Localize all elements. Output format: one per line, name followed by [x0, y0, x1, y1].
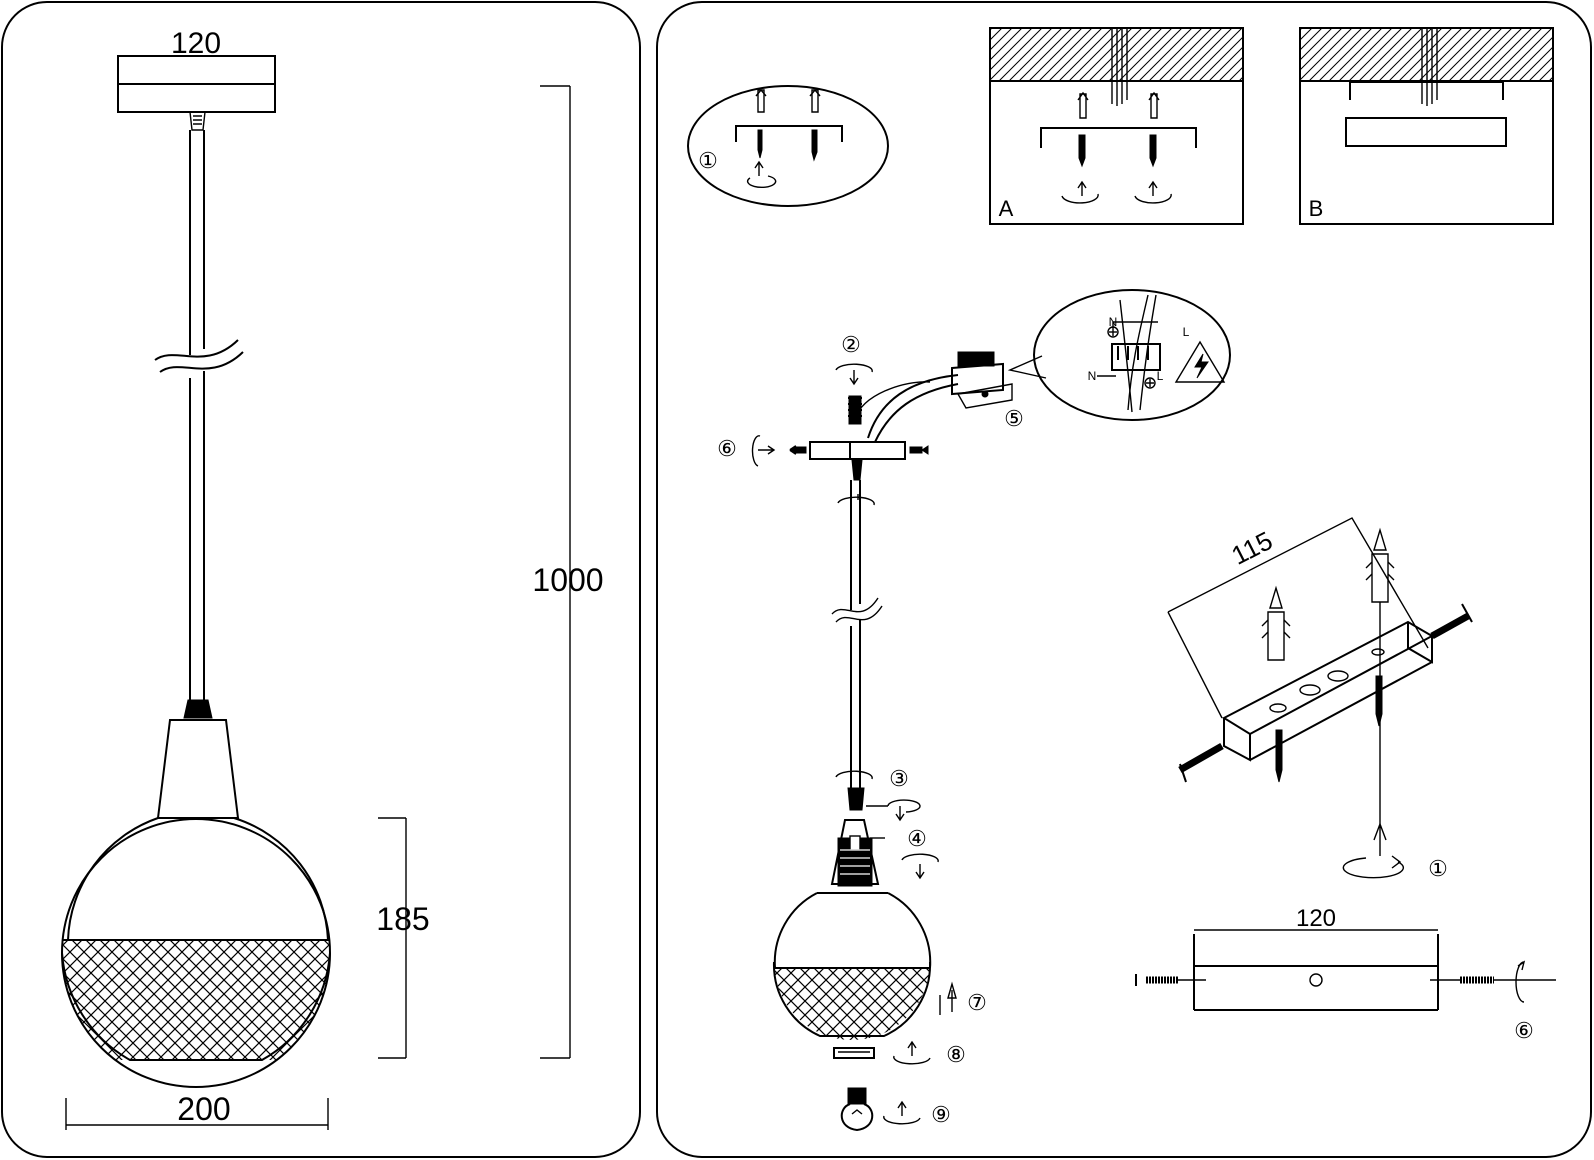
wall-plug-icon [1365, 527, 1395, 603]
step6-canopy-marker: ⑥ [1514, 1018, 1534, 1043]
step5-marker: ⑤ [1004, 406, 1024, 431]
wall-plug-icon [1261, 585, 1291, 661]
mounting-bracket [735, 125, 843, 142]
canopy-width-dimension: 120 [1296, 905, 1336, 932]
step1-marker: ① [698, 148, 718, 173]
shade-width-dimension: 200 [177, 1091, 230, 1127]
detail-a [989, 27, 1244, 225]
wiring-callout [1007, 289, 1231, 421]
step1-bracket-marker: ① [1428, 856, 1448, 881]
rotate-arrow-icon [751, 435, 776, 467]
step3-marker: ③ [889, 766, 909, 791]
wall-plug-icon [809, 88, 821, 113]
rotate-arrow-icon [746, 160, 777, 189]
step4-marker: ④ [907, 826, 927, 851]
step7-marker: ⑦ [967, 990, 987, 1015]
rotate-arrow-icon [883, 1100, 921, 1125]
wall-plug-icon [755, 88, 767, 113]
terminal-block [1111, 343, 1161, 371]
wire-l-label-top: L [1183, 325, 1190, 339]
rotate-arrow-icon [1342, 855, 1405, 879]
step6-marker: ⑥ [717, 436, 737, 461]
step8-marker: ⑧ [946, 1042, 966, 1067]
canopy [117, 55, 276, 131]
cord-grip [183, 699, 213, 719]
rotate-arrow-icon [1134, 180, 1172, 204]
rotate-arrow-icon [835, 770, 873, 780]
wall-plug-icon [1148, 91, 1160, 119]
step9-marker: ⑨ [931, 1102, 951, 1127]
total-height-dimension: 1000 [532, 562, 603, 598]
detail-b [1299, 27, 1554, 225]
screw-icon [1078, 134, 1086, 168]
rotate-arrow-icon [835, 363, 873, 386]
detail-b-label: B [1309, 196, 1324, 221]
wire-l-label-bottom: L [1157, 369, 1164, 383]
rotate-arrow-icon [893, 1040, 931, 1065]
mounting-bracket-detail [1167, 517, 1473, 879]
assembly-panel: ① A [656, 1, 1592, 1158]
high-voltage-warning-icon [1174, 340, 1226, 383]
canopy-detail [1135, 929, 1556, 1011]
right-panel-frame [656, 1, 1592, 1158]
shade-height-dimension-line [378, 817, 407, 1059]
rotate-arrow-icon [837, 494, 875, 506]
rotate-arrow-icon [866, 799, 921, 822]
dimension-panel: 120 1000 185 [1, 1, 641, 1158]
step1-ceiling-detail [687, 85, 889, 207]
screw-icon [1275, 729, 1283, 783]
terminal-block [951, 362, 1004, 396]
canopy [1345, 117, 1507, 147]
globe-shade [61, 817, 331, 1088]
shade-height-dimension: 185 [376, 901, 429, 937]
rotate-arrow-icon [1061, 180, 1099, 204]
mounting-bracket [1349, 81, 1504, 100]
canopy-width-dimension: 120 [171, 27, 221, 60]
wire-n-label-bottom: N [1088, 369, 1097, 383]
wire-n-label-top: N [1109, 315, 1118, 329]
rotate-arrow-icon [901, 853, 939, 880]
screw-icon [811, 129, 818, 162]
suspension-cable [154, 130, 244, 700]
screw-icon [1375, 675, 1383, 727]
step2-marker: ② [841, 332, 861, 357]
wall-plug-icon [1077, 91, 1089, 119]
shade-width-dimension-line [65, 1098, 329, 1130]
socket-cover [156, 719, 240, 819]
light-bulb-icon [840, 1087, 874, 1132]
bracket-width-dimension: 115 [1227, 525, 1278, 571]
rotate-arrow-icon [1515, 960, 1526, 1003]
screw-icon [1149, 134, 1157, 168]
globe-shade [772, 892, 932, 1040]
mounting-bracket [1040, 127, 1197, 148]
total-height-dimension-line [540, 85, 571, 1059]
screw-icon [757, 129, 763, 159]
left-panel-frame [1, 1, 641, 1158]
detail-a-label: A [999, 196, 1014, 221]
